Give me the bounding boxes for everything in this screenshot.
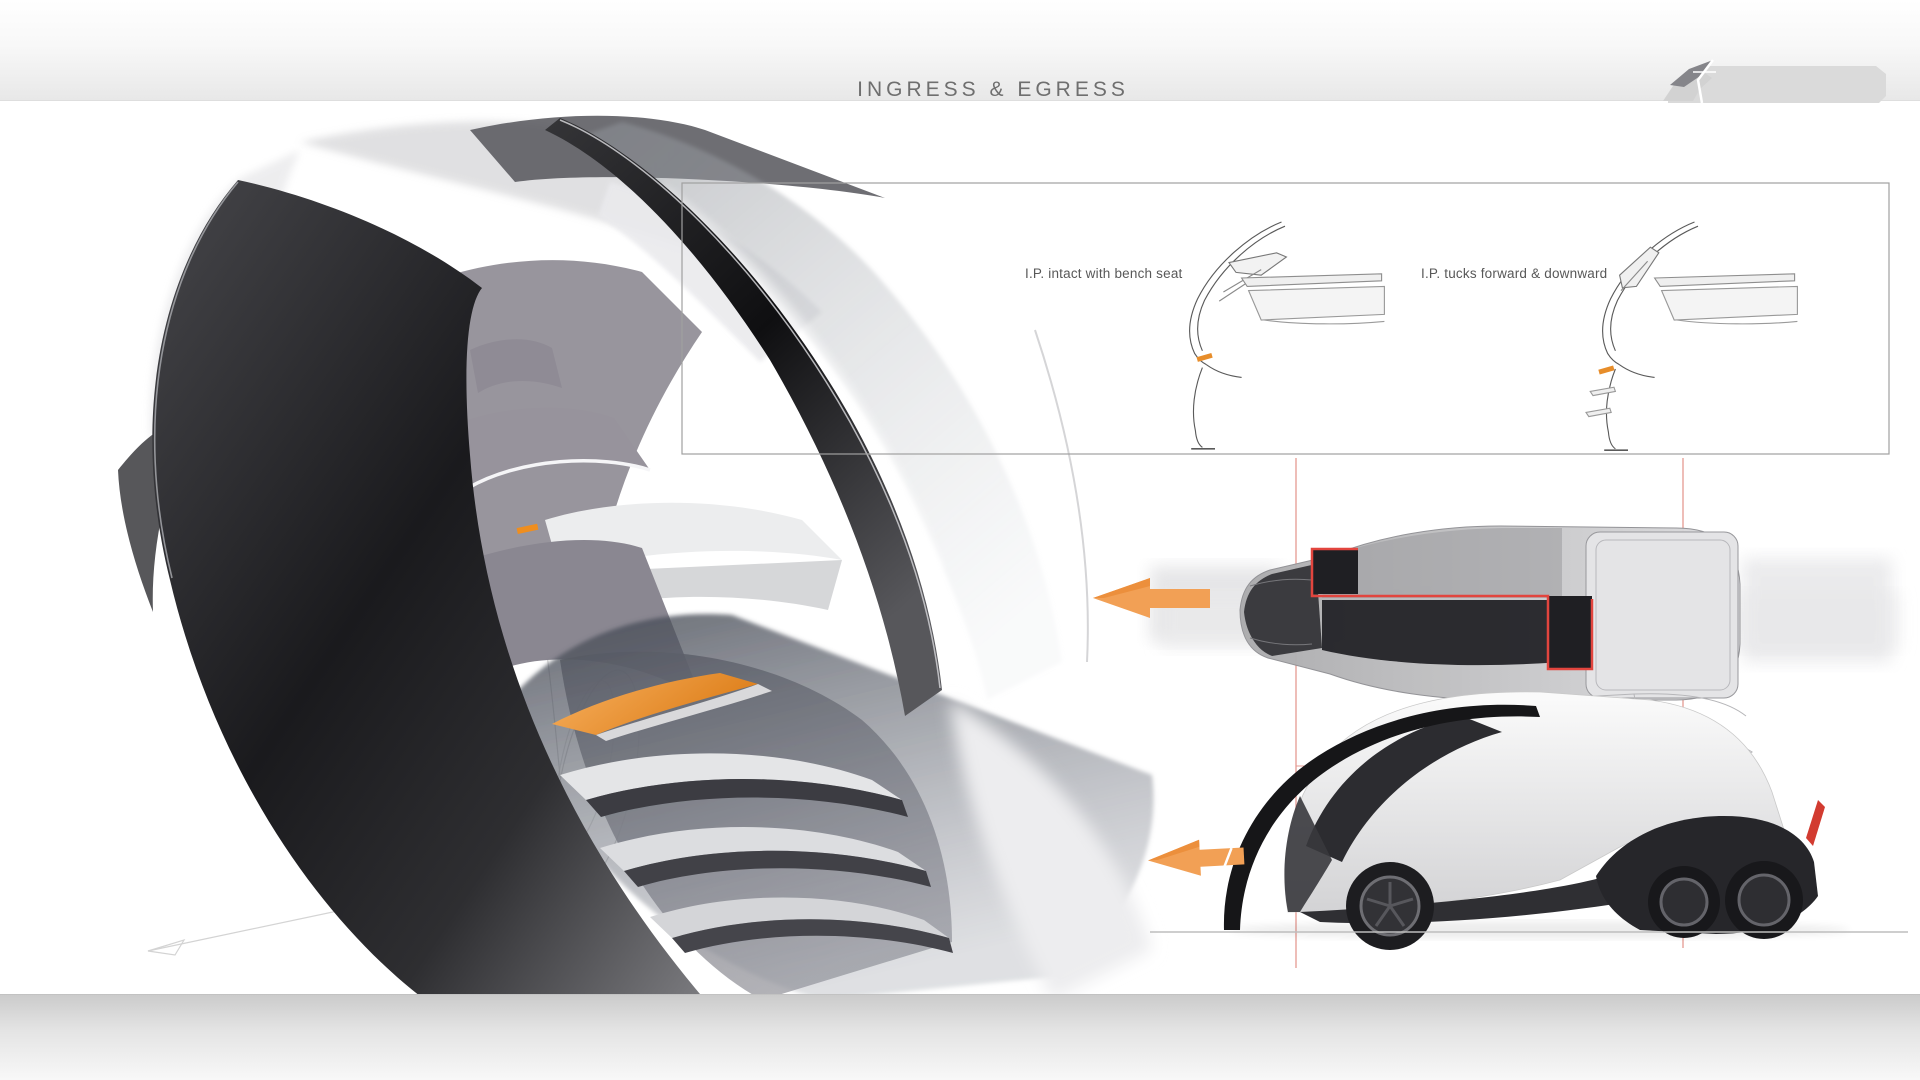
- side-view-sketch: [1148, 691, 1908, 950]
- label-ip-tucks: I.P. tucks forward & downward: [1421, 266, 1608, 281]
- seat-orange-accent: [516, 523, 539, 535]
- left-canopy-blade: [152, 180, 705, 1000]
- body-edge-line: [1034, 329, 1089, 663]
- front-door-opening: [1312, 548, 1358, 594]
- right-canopy-blade: [545, 118, 942, 716]
- annotation-box-border: [681, 182, 1890, 455]
- front-louvers: [560, 753, 953, 953]
- right-blade-highlight: [559, 119, 941, 689]
- bench-seat: [432, 339, 842, 700]
- top-view-sketch: [1093, 525, 1900, 701]
- page-title: INGRESS & EGRESS: [857, 78, 1129, 101]
- body-shading: [950, 700, 1152, 1000]
- footer-band: [0, 994, 1920, 1080]
- windshield-glass: [585, 122, 1062, 700]
- wheels: [1346, 861, 1803, 950]
- rear-door-opening: [1548, 596, 1592, 668]
- cargo-box-outline: [1585, 531, 1739, 699]
- vehicle-silhouette-logo: [1663, 59, 1886, 104]
- egress-arrow-side-icon: [1148, 839, 1245, 876]
- main-ingress-sketch: [118, 115, 1154, 1000]
- header-band: [0, 0, 1920, 101]
- ip-intact-sketch: [1189, 221, 1385, 450]
- label-ip-intact: I.P. intact with bench seat: [1025, 266, 1183, 281]
- taillight: [1806, 800, 1825, 846]
- front-orange-blade: [552, 673, 772, 741]
- left-blade-highlight: [153, 181, 239, 579]
- ip-tucked-sketch: [1585, 221, 1798, 451]
- egress-arrow-top-icon: [1093, 578, 1210, 618]
- windshield-wedge: [1306, 716, 1502, 862]
- door-opening-red-outline: [1310, 547, 1594, 671]
- vehicle-logo-icon: [1663, 59, 1886, 104]
- front-mask: [505, 614, 1154, 1000]
- annotation-panel: [681, 182, 1890, 455]
